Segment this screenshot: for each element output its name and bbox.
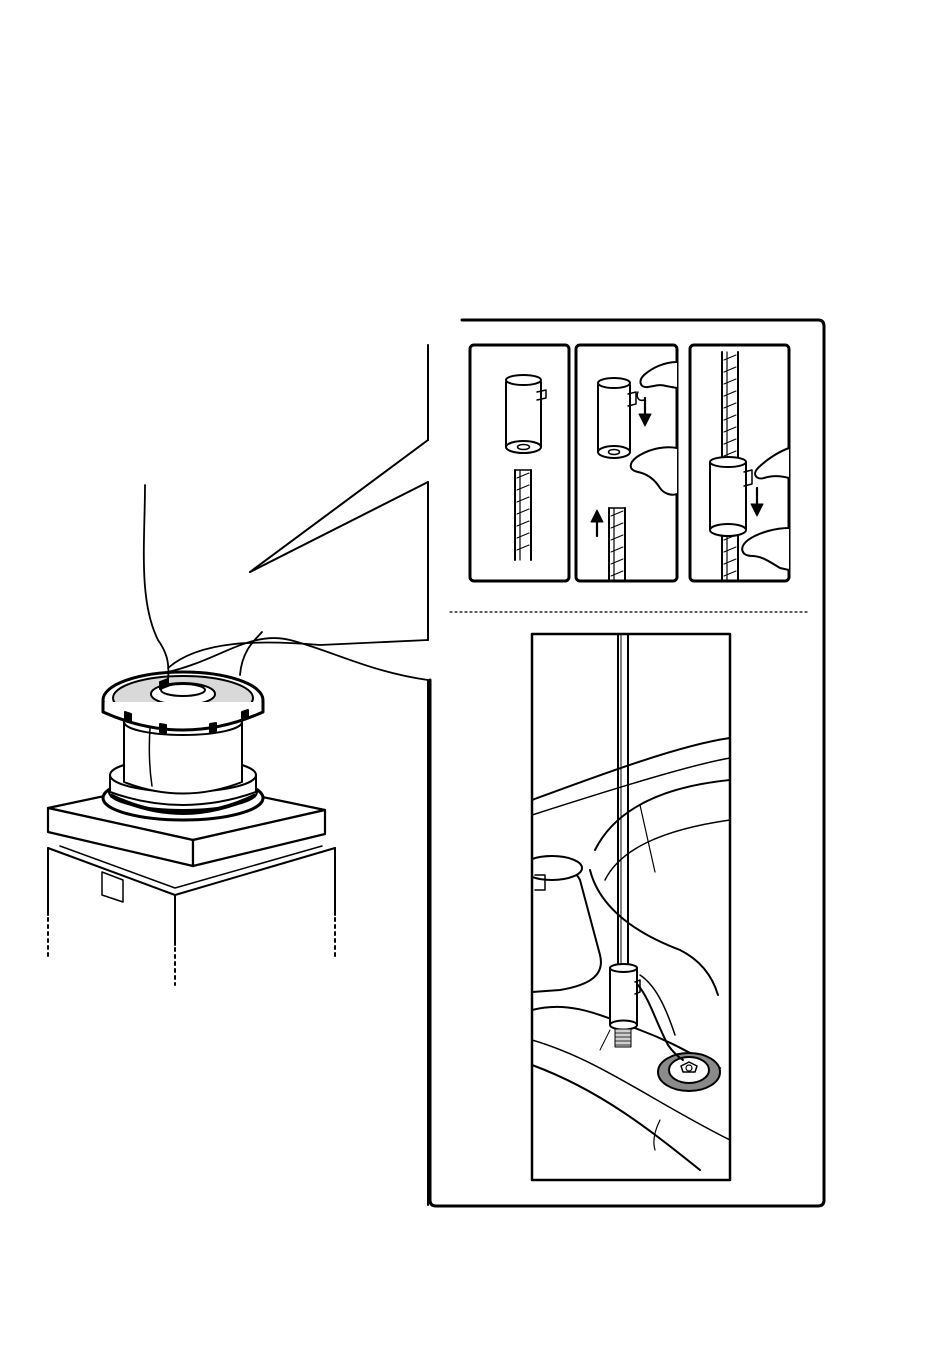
detail-cable-attachment [522,634,730,1180]
callout-pointer [250,345,428,1205]
shipping-box [48,846,335,985]
lamp-base [103,672,263,820]
suspension-cable [144,485,428,680]
detail-step-3 [690,345,789,581]
detail-step-2 [576,345,677,581]
detail-step-1 [470,345,569,581]
screw-icon [658,1053,720,1091]
